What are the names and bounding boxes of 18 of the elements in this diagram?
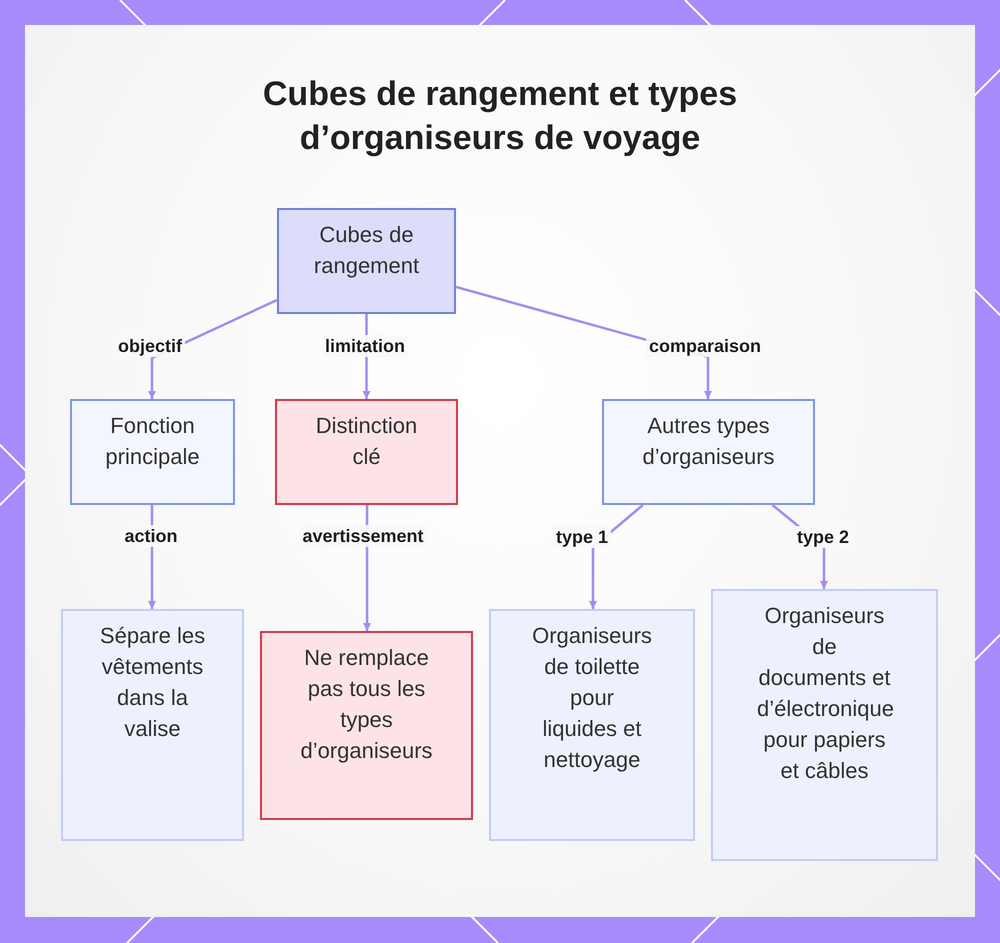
title: Cubes de rangement et types d’organiseurs de voyage bbox=[262, 74, 738, 159]
concept-box bbox=[275, 399, 458, 505]
node-text: Autres types d’organiseurs bbox=[641, 412, 776, 471]
node-text: Distinction clé bbox=[314, 412, 418, 471]
root-concept-box bbox=[277, 208, 456, 314]
concept-box bbox=[70, 399, 235, 505]
concept-box bbox=[602, 399, 815, 505]
node-text: Organiseurs de documents et d’électronique pour papiers et câbles bbox=[757, 602, 892, 785]
node-text: Sépare les vêtements dans la valise bbox=[98, 622, 206, 743]
node-text: Cubes de rangement bbox=[312, 221, 420, 280]
concept-box bbox=[61, 609, 244, 841]
concept-box bbox=[260, 631, 473, 820]
concept-box bbox=[489, 609, 695, 841]
edge-label: type 1 bbox=[552, 526, 612, 548]
concept-box bbox=[711, 589, 938, 861]
node-text: Fonction principale bbox=[104, 412, 201, 471]
node-text: Ne remplace pas tous les types d’organiseurs bbox=[299, 644, 434, 765]
node-text: Organiseurs de toilette pour liquides et nettoyage bbox=[531, 622, 653, 774]
